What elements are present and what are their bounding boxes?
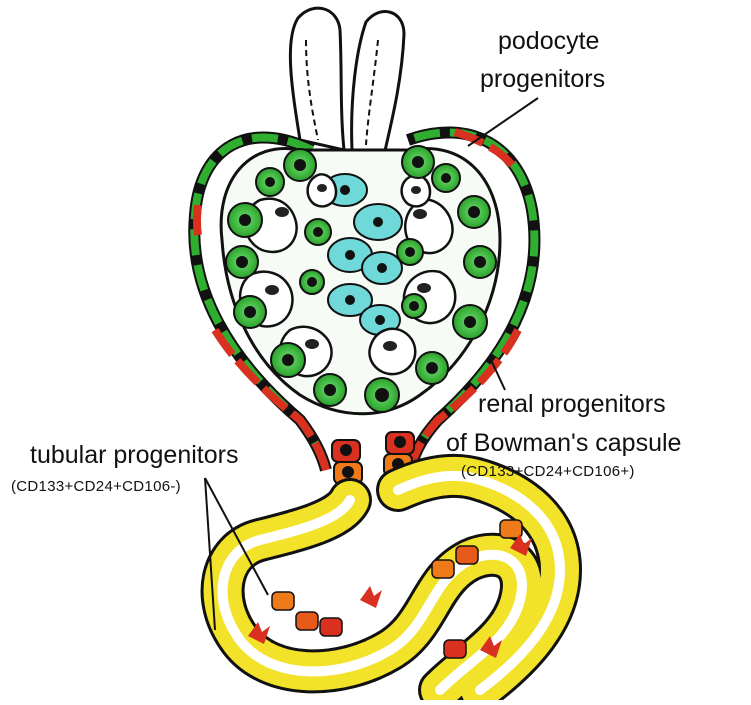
tubular-label-line1: tubular progenitors bbox=[30, 440, 238, 470]
podocyte-leader bbox=[468, 98, 538, 146]
renal-label-line1: renal progenitors bbox=[478, 389, 666, 419]
podocyte-label-line1: podocyte bbox=[498, 26, 599, 56]
glomerular-tuft bbox=[221, 146, 500, 414]
arterioles bbox=[290, 8, 404, 155]
afferent-arteriole bbox=[290, 8, 344, 150]
renal-label-line2: of Bowman's capsule bbox=[446, 428, 681, 458]
efferent-arteriole bbox=[352, 12, 404, 155]
renal-label-markers: (CD133+CD24+CD106+) bbox=[461, 463, 635, 481]
tubular-label-markers: (CD133+CD24+CD106-) bbox=[11, 478, 181, 496]
proximal-tubule bbox=[223, 476, 560, 690]
podocyte-label-line2: progenitors bbox=[480, 64, 605, 94]
